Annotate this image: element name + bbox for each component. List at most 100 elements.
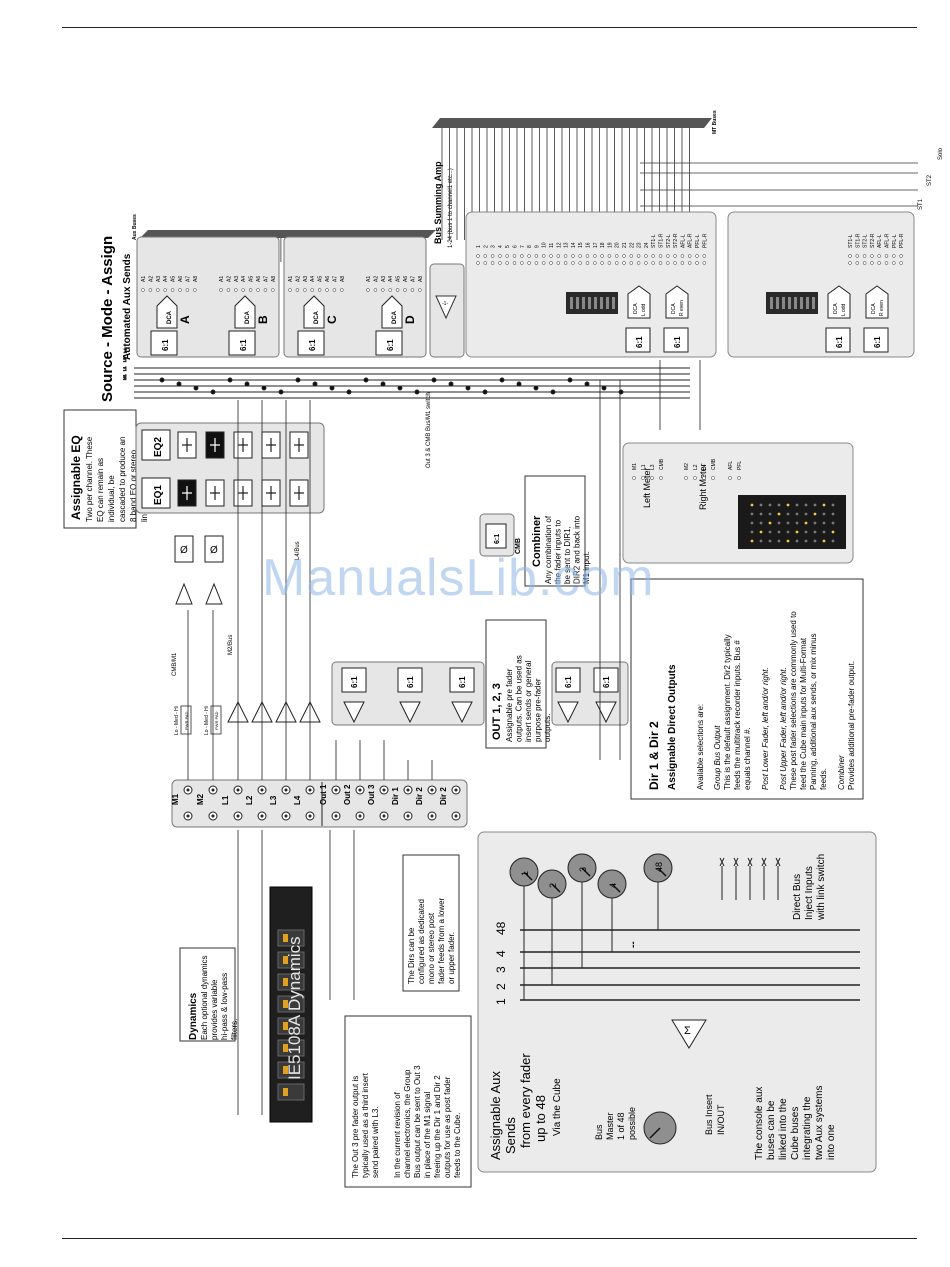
io-label: L4 [293, 795, 302, 805]
bus-node [600, 254, 604, 258]
bus-number: ST2-R [673, 233, 679, 248]
meter-led [750, 503, 754, 507]
aux-send-node [148, 288, 153, 292]
io-strip [171, 779, 468, 828]
output-mux-label: 6:1 [458, 676, 467, 688]
aux-send-node [226, 288, 231, 292]
bus-number: 7 [520, 245, 526, 248]
aux-send-label: A4 [163, 276, 169, 282]
dynamics-led [283, 978, 288, 986]
bus-node [498, 254, 502, 258]
bus-node [629, 261, 634, 265]
dca-label: DCA [392, 310, 398, 324]
st-label: ST2 [927, 174, 933, 186]
aux-send-node [271, 288, 275, 292]
bus-node [490, 254, 495, 258]
dirs-note-box [402, 854, 460, 992]
bus-master-pointer [649, 1127, 661, 1139]
bus-insert-line: Bus Insert [704, 1094, 714, 1135]
meter-led [804, 512, 808, 516]
output-amp [557, 701, 579, 724]
aux-send-label: A7 [263, 276, 269, 282]
combiner-body-line: DIR2 and back into [573, 515, 582, 584]
bus-node [884, 254, 889, 258]
bus-number: 4 [498, 245, 504, 248]
meter-led [768, 539, 772, 543]
out-note-line: outputs. Can be used as [515, 655, 524, 742]
rail-junction [193, 385, 199, 391]
fader-slot [576, 297, 579, 309]
aux-send-node [263, 288, 268, 292]
bus-master-line: Bus [594, 1124, 604, 1140]
fader-slot [770, 297, 773, 309]
bus-number: AFL-R [688, 233, 694, 248]
aux-send-label: A5 [171, 276, 177, 282]
bus-node [848, 254, 852, 258]
dir-item-head: Post Lower Fader, left and/or right. [761, 667, 770, 790]
rail-junction [601, 385, 607, 391]
dynamics-line: provides variable [210, 979, 219, 1040]
bus-node [563, 261, 568, 265]
aux-note-line: buses can be [766, 1100, 777, 1160]
dir-intro: Available selections are: [696, 704, 705, 790]
eq-cell-glyph [238, 486, 248, 500]
fader-slot [570, 297, 573, 309]
fader-slot [782, 297, 785, 309]
eq-cell-glyph [238, 438, 248, 452]
aux-title-line: Sends [503, 1117, 518, 1154]
meter-led [750, 521, 754, 525]
bus-number: 15 [578, 242, 584, 248]
bus-summing-amp-icon [435, 295, 457, 320]
aux-send-node [403, 288, 407, 292]
meter-source-label: M2 [684, 463, 690, 470]
bus-number: 18 [600, 242, 606, 248]
meter-led [804, 530, 808, 534]
io-jack-core [334, 814, 338, 818]
meter-led [786, 512, 790, 516]
meter-source-node [693, 476, 697, 480]
mux-6-1 [150, 330, 178, 356]
aux-send-label: A8 [193, 276, 199, 282]
meter-source-label: L1 [641, 464, 647, 470]
dca-label: DCA [314, 310, 320, 324]
dir-item-text: Provides additional pre-fader output. [847, 661, 856, 790]
rail-junction [244, 381, 250, 387]
aux-send-node [193, 288, 197, 292]
pwr-pad-box [180, 705, 192, 735]
eq2-label: EQ2 [153, 437, 164, 457]
bus-node [541, 254, 546, 258]
aux-knob-pointer [523, 871, 533, 881]
bus-node [651, 254, 655, 258]
phase-symbol: Ø [210, 545, 218, 556]
out-note-box [485, 619, 547, 749]
rail-junction [380, 381, 386, 387]
eq-body-line: cascaded to produce an [118, 437, 127, 522]
dynamics-led [283, 956, 288, 964]
bus-node [520, 261, 524, 265]
rail-junction [278, 389, 284, 395]
aux-send-node [366, 288, 370, 292]
combiner-body-line: be sent to DIR1, [563, 526, 572, 584]
bus-number: 10 [542, 242, 548, 248]
meter-bridge [738, 495, 846, 549]
inject-input [733, 857, 739, 900]
dir-item-text: feeds the multitrack recorder inputs. Bu… [733, 640, 742, 790]
meter-led [822, 503, 826, 507]
bus-node [549, 261, 553, 265]
meter-led [759, 512, 763, 516]
l4-bus-label: L4/Bus [295, 541, 301, 560]
aux-send-node [241, 288, 245, 292]
aux-knob-label: 2 [548, 883, 558, 888]
input-amps [227, 700, 321, 723]
combiner-title: Combiner [531, 515, 543, 567]
io-label: M1 [171, 793, 180, 805]
bus-summing-amp-label: -1- [442, 301, 448, 307]
bus-panel-2 [727, 211, 915, 358]
